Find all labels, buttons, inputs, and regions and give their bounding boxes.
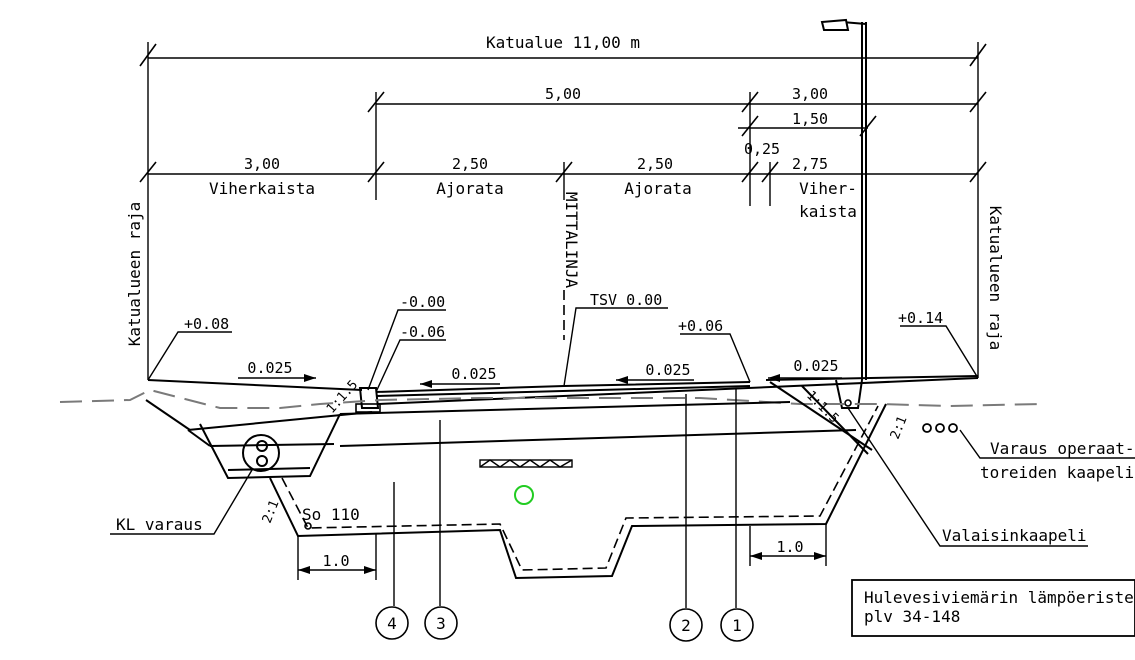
dim-left-green: 3,00: [244, 155, 280, 173]
slope-1: 0.025: [247, 359, 292, 377]
elev-curb-bottom: -0.06: [400, 323, 445, 341]
elev-right: +0.14: [898, 309, 943, 327]
layer-3-label: 3: [436, 614, 446, 633]
dim-gap: 0,25: [744, 140, 780, 158]
dim-right-sub: 1,50: [792, 110, 828, 128]
dim-carriageway: 5,00: [545, 85, 581, 103]
slope-arrows: [238, 374, 842, 388]
insulation-label-2: plv 34-148: [864, 607, 960, 626]
dimension-lines: [139, 42, 987, 380]
slope-4: 0.025: [793, 357, 838, 375]
slope-2: 0.025: [451, 365, 496, 383]
zone-lane-left: Ajorata: [436, 179, 503, 198]
insulation-box: [851, 579, 1135, 637]
elev-mid-right: +0.06: [678, 317, 723, 335]
boundary-left: Katualueen raja: [125, 202, 144, 347]
operator-label-1: Varaus operaat-: [990, 439, 1135, 458]
layer-2-label: 2: [681, 616, 691, 635]
zone-right-green-2: kaista: [799, 202, 857, 221]
dim-total: Katualue 11,00 m: [486, 33, 640, 52]
elevation-leaders: [147, 307, 979, 393]
slope-3: 0.025: [645, 361, 690, 379]
dim-right-total: 3,00: [792, 85, 828, 103]
elev-tsv: TSV 0.00: [590, 291, 662, 309]
zone-left-green: Viherkaista: [209, 179, 315, 198]
bottom-dimensions: [297, 524, 827, 580]
lamp-cable-label: Valaisinkaapeli: [942, 526, 1087, 545]
dim-bottom-right: 1.0: [776, 538, 803, 556]
slope-bank-left: 2:1: [260, 498, 283, 525]
zone-right-green-1: Viher-: [799, 179, 857, 198]
slope-bank-right: 2:1: [888, 414, 911, 441]
pipe-label: So 110: [302, 505, 360, 524]
layer-4-label: 4: [387, 614, 397, 633]
operator-pipes-icon: [922, 423, 1135, 459]
trench-structure: [145, 381, 887, 580]
dim-lane-right: 2,50: [637, 155, 673, 173]
dim-lane-left: 2,50: [452, 155, 488, 173]
centerline-label: MITTALINJA: [562, 192, 581, 289]
kl-cable-icon: [242, 434, 280, 472]
road-surface: [147, 375, 979, 413]
existing-ground: [59, 388, 1041, 409]
layer-callouts: [375, 388, 754, 642]
kl-label: KL varaus: [116, 515, 203, 534]
zone-lane-right: Ajorata: [624, 179, 691, 198]
street-lamp-icon: [820, 18, 867, 409]
elev-curb-top: -0.00: [400, 293, 445, 311]
insulation-label-1: Hulevesiviemärin lämpöeriste: [864, 588, 1134, 607]
operator-label-2: toreiden kaapelille: [980, 463, 1135, 482]
dim-bottom-left: 1.0: [322, 552, 349, 570]
dim-right-green: 2,75: [792, 155, 828, 173]
boundary-right: Katualueen raja: [986, 206, 1005, 351]
elev-left: +0.08: [184, 315, 229, 333]
layer-1-label: 1: [732, 616, 742, 635]
